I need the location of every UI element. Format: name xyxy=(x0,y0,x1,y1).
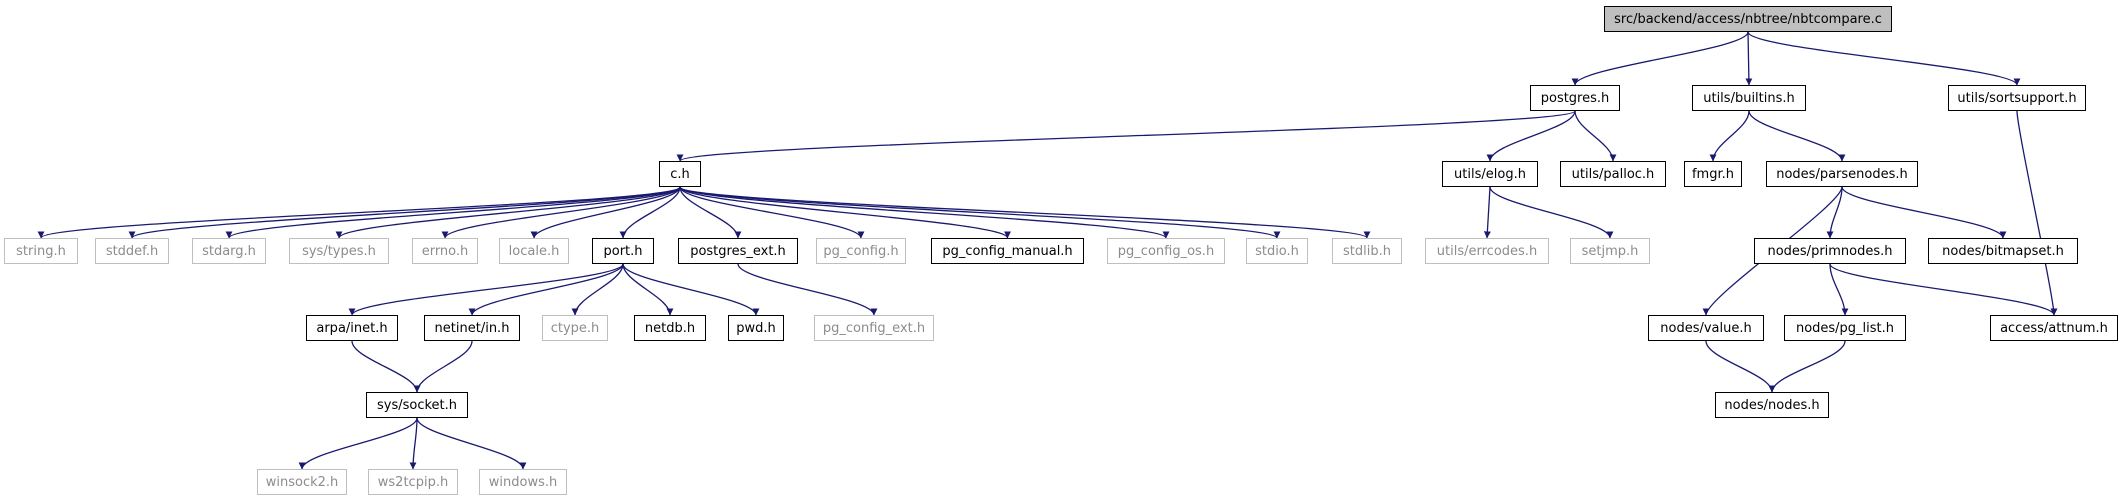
edge-nodes_parsenodes_h-to-nodes_primnodes_h xyxy=(1826,186,1843,239)
edge-c_h-to-pg_config_manual_h xyxy=(679,186,1011,239)
node-nodes-value-h[interactable]: nodes/value.h xyxy=(1648,315,1764,341)
edge-sys_socket_h-to-winsock2_h xyxy=(298,417,418,470)
edge-postgres_h-to-utils_palloc_h xyxy=(1574,110,1617,162)
edge-utils_sortsupport_h-to-access_attnum_h xyxy=(2016,110,2058,316)
edge-root-to-utils_builtins_h xyxy=(1745,31,1753,86)
edge-c_h-to-pg_config_os_h xyxy=(679,186,1170,239)
node-nodes-parsenodes-h[interactable]: nodes/parsenodes.h xyxy=(1766,161,1918,187)
node-ctype-h[interactable]: ctype.h xyxy=(542,315,608,341)
node-nodes-bitmapset-h[interactable]: nodes/bitmapset.h xyxy=(1928,238,2078,264)
edge-nodes_parsenodes_h-to-nodes_bitmapset_h xyxy=(1841,186,2007,239)
edge-c_h-to-errno_h xyxy=(441,186,681,239)
node-ws2tcpip-h[interactable]: ws2tcpip.h xyxy=(368,469,458,495)
edge-c_h-to-locale_h xyxy=(530,186,681,239)
edge-c_h-to-string_h xyxy=(37,186,681,239)
edge-sys_socket_h-to-windows_h xyxy=(416,417,527,470)
edge-utils_elog_h-to-utils_errcodes_h xyxy=(1483,186,1491,239)
edge-port_h-to-pwd_h xyxy=(622,263,760,316)
node-c-h[interactable]: c.h xyxy=(659,161,701,187)
node-pg-config-h[interactable]: pg_config.h xyxy=(816,238,906,264)
node-nodes-pg-list-h[interactable]: nodes/pg_list.h xyxy=(1784,315,1906,341)
node-utils-errcodes-h[interactable]: utils/errcodes.h xyxy=(1425,238,1549,264)
node-stddef-h[interactable]: stddef.h xyxy=(95,238,169,264)
node-sys-socket-h[interactable]: sys/socket.h xyxy=(366,392,468,418)
node-access-attnum-h[interactable]: access/attnum.h xyxy=(1990,315,2118,341)
edge-nodes_primnodes_h-to-nodes_pg_list_h xyxy=(1829,263,1849,316)
node-netinet-in-h[interactable]: netinet/in.h xyxy=(424,315,520,341)
node-postgres-h[interactable]: postgres.h xyxy=(1530,85,1620,111)
node-windows-h[interactable]: windows.h xyxy=(479,469,567,495)
node-pwd-h[interactable]: pwd.h xyxy=(728,315,784,341)
node-netdb-h[interactable]: netdb.h xyxy=(634,315,706,341)
node-pg-config-os-h[interactable]: pg_config_os.h xyxy=(1107,238,1225,264)
edge-c_h-to-stdlib_h xyxy=(679,186,1371,239)
edge-port_h-to-arpa_inet_h xyxy=(348,263,624,316)
edge-port_h-to-netdb_h xyxy=(622,263,674,316)
node-nodes-nodes-h[interactable]: nodes/nodes.h xyxy=(1715,392,1829,418)
edge-root-to-postgres_h xyxy=(1571,31,1749,86)
node-locale-h[interactable]: locale.h xyxy=(499,238,569,264)
edge-postgres_ext_h-to-pg_config_ext_h xyxy=(737,263,878,316)
node-string-h[interactable]: string.h xyxy=(4,238,78,264)
edge-root-to-utils_sortsupport_h xyxy=(1747,31,2021,86)
edge-c_h-to-pg_config_h xyxy=(679,186,865,239)
node-pg-config-manual-h[interactable]: pg_config_manual.h xyxy=(931,238,1084,264)
edge-port_h-to-ctype_h xyxy=(571,263,624,316)
edge-c_h-to-stdarg_h xyxy=(225,186,681,239)
edge-utils_elog_h-to-setjmp_h xyxy=(1489,186,1614,239)
edge-port_h-to-netinet_in_h xyxy=(468,263,624,316)
node-pg-config-ext-h[interactable]: pg_config_ext.h xyxy=(814,315,934,341)
node-postgres-ext-h[interactable]: postgres_ext.h xyxy=(678,238,798,264)
edge-postgres_h-to-utils_elog_h xyxy=(1486,110,1576,162)
node-arpa-inet-h[interactable]: arpa/inet.h xyxy=(306,315,398,341)
node-utils-elog-h[interactable]: utils/elog.h xyxy=(1442,161,1538,187)
node-errno-h[interactable]: errno.h xyxy=(412,238,478,264)
node-utils-palloc-h[interactable]: utils/palloc.h xyxy=(1560,161,1666,187)
node-root-file[interactable]: src/backend/access/nbtree/nbtcompare.c xyxy=(1604,6,1892,32)
edge-c_h-to-port_h xyxy=(619,186,681,239)
edge-nodes_pg_list_h-to-nodes_nodes_h xyxy=(1768,340,1846,393)
edge-utils_builtins_h-to-nodes_parsenodes_h xyxy=(1748,110,1846,162)
edge-utils_builtins_h-to-fmgr_h xyxy=(1709,110,1750,162)
edge-c_h-to-postgres_ext_h xyxy=(679,186,742,239)
edge-c_h-to-sys_types_h xyxy=(335,186,681,239)
node-utils-sortsupport-h[interactable]: utils/sortsupport.h xyxy=(1948,85,2086,111)
node-stdio-h[interactable]: stdio.h xyxy=(1246,238,1308,264)
edge-netinet_in_h-to-sys_socket_h xyxy=(413,340,473,393)
node-stdarg-h[interactable]: stdarg.h xyxy=(192,238,266,264)
node-sys-types-h[interactable]: sys/types.h xyxy=(289,238,389,264)
edge-nodes_primnodes_h-to-access_attnum_h xyxy=(1829,263,2058,316)
node-port-h[interactable]: port.h xyxy=(592,238,654,264)
node-stdlib-h[interactable]: stdlib.h xyxy=(1332,238,1402,264)
node-winsock2-h[interactable]: winsock2.h xyxy=(257,469,347,495)
edge-sys_socket_h-to-ws2tcpip_h xyxy=(409,417,418,470)
node-setjmp-h[interactable]: setjmp.h xyxy=(1570,238,1650,264)
edge-c_h-to-stddef_h xyxy=(128,186,681,239)
edge-postgres_h-to-c_h xyxy=(676,110,1576,162)
node-fmgr-h[interactable]: fmgr.h xyxy=(1684,161,1742,187)
node-utils-builtins-h[interactable]: utils/builtins.h xyxy=(1692,85,1806,111)
node-nodes-primnodes-h[interactable]: nodes/primnodes.h xyxy=(1754,238,1906,264)
